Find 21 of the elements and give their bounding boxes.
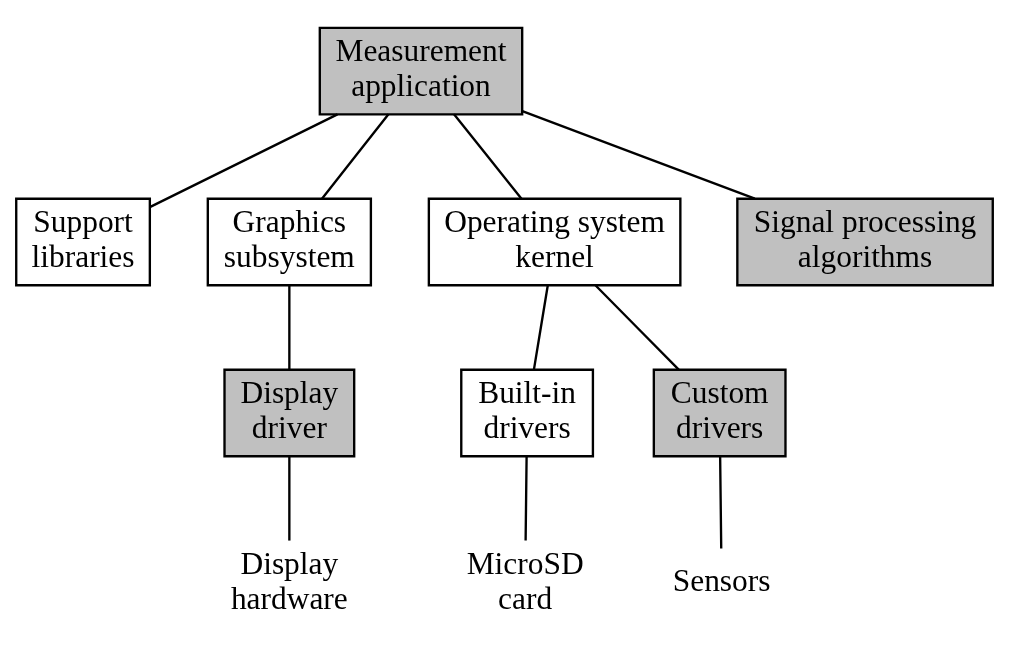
node-box: Graphics subsystem [206,197,373,287]
node-text: Display hardware [230,545,348,617]
node-box: Signal processing algorithms [736,197,994,287]
node-box: Display driver [223,368,356,458]
connector [288,285,291,370]
node-box: Measurement application [318,26,524,116]
node-text: Sensors [672,563,771,599]
connector [453,113,523,200]
connector [532,285,549,370]
node-text: MicroSD card [466,545,584,617]
node-box: Operating system kernel [427,197,682,287]
connector [594,284,680,371]
connector [149,113,338,208]
connector [524,456,528,541]
node-box: Custom drivers [652,368,787,458]
node-box: Support libraries [15,197,151,287]
connector [718,456,723,549]
connector [321,113,390,200]
connector [521,110,756,200]
node-box: Built-in drivers [460,368,595,458]
connector [288,456,291,541]
